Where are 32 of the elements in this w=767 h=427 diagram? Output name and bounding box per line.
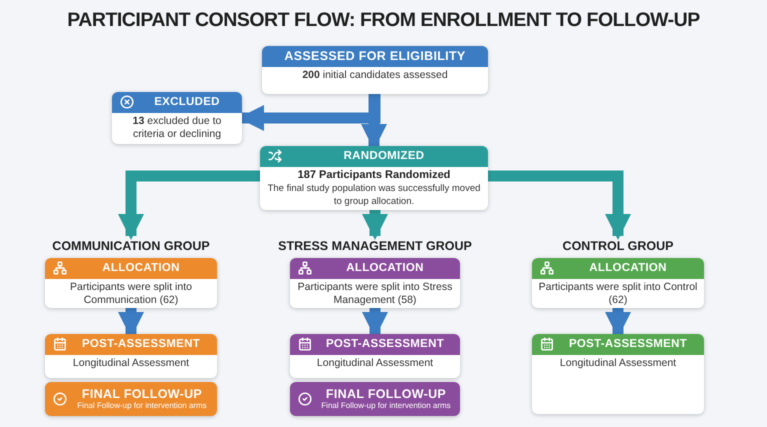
box-text: Longitudinal Assessment <box>72 357 190 370</box>
box-text: 187 Participants Randomized <box>298 169 450 182</box>
header-text: ALLOCATION <box>102 262 180 274</box>
box-text: Participants were split into Communication (62) <box>69 281 193 307</box>
arrow <box>118 170 260 240</box>
arrow <box>362 210 388 240</box>
box-text: Longitudinal Assessment <box>316 357 434 370</box>
box-text: Final Follow-up for intervention arms <box>321 401 451 411</box>
header-text: FINAL FOLLOW-UP <box>326 387 446 401</box>
box-text: The final study population was successfully moved to group allocation. <box>266 182 482 208</box>
process-box <box>290 382 460 416</box>
box-text: Participants were split into Stress Management (58) <box>296 281 454 307</box>
header-text: POST-ASSESSMENT <box>326 338 444 350</box>
header-text: POST-ASSESSMENT <box>82 338 200 350</box>
header-text: POST-ASSESSMENT <box>568 338 688 350</box>
title: PARTICIPANT CONSORT FLOW: FROM ENROLLMENT TO FOLLOW-UP <box>66 8 701 33</box>
header-text: FINAL FOLLOW-UP <box>82 387 202 401</box>
group-heading: COMMUNICATION GROUP <box>52 238 210 255</box>
box-text: 200 initial candidates assessed <box>302 69 448 82</box>
box-text: Final Follow-up for intervention arms <box>77 401 207 411</box>
group-heading: CONTROL GROUP <box>562 238 674 255</box>
group-heading: STRESS MANAGEMENT GROUP <box>278 238 472 255</box>
arrow <box>488 170 631 240</box>
process-box <box>45 382 217 416</box>
header-text: EXCLUDED <box>154 96 220 108</box>
box-text: Participants were split into Control (62) <box>538 281 698 307</box>
header-text: ALLOCATION <box>589 262 667 274</box>
header-text: RANDOMIZED <box>344 150 424 162</box>
box-text: Longitudinal Assessment <box>560 357 676 370</box>
header-text: ALLOCATION <box>346 262 424 274</box>
box-text: 13 excluded due to criteria or declining <box>132 115 222 141</box>
header-text: ASSESSED FOR ELIGIBILITY <box>284 50 466 63</box>
